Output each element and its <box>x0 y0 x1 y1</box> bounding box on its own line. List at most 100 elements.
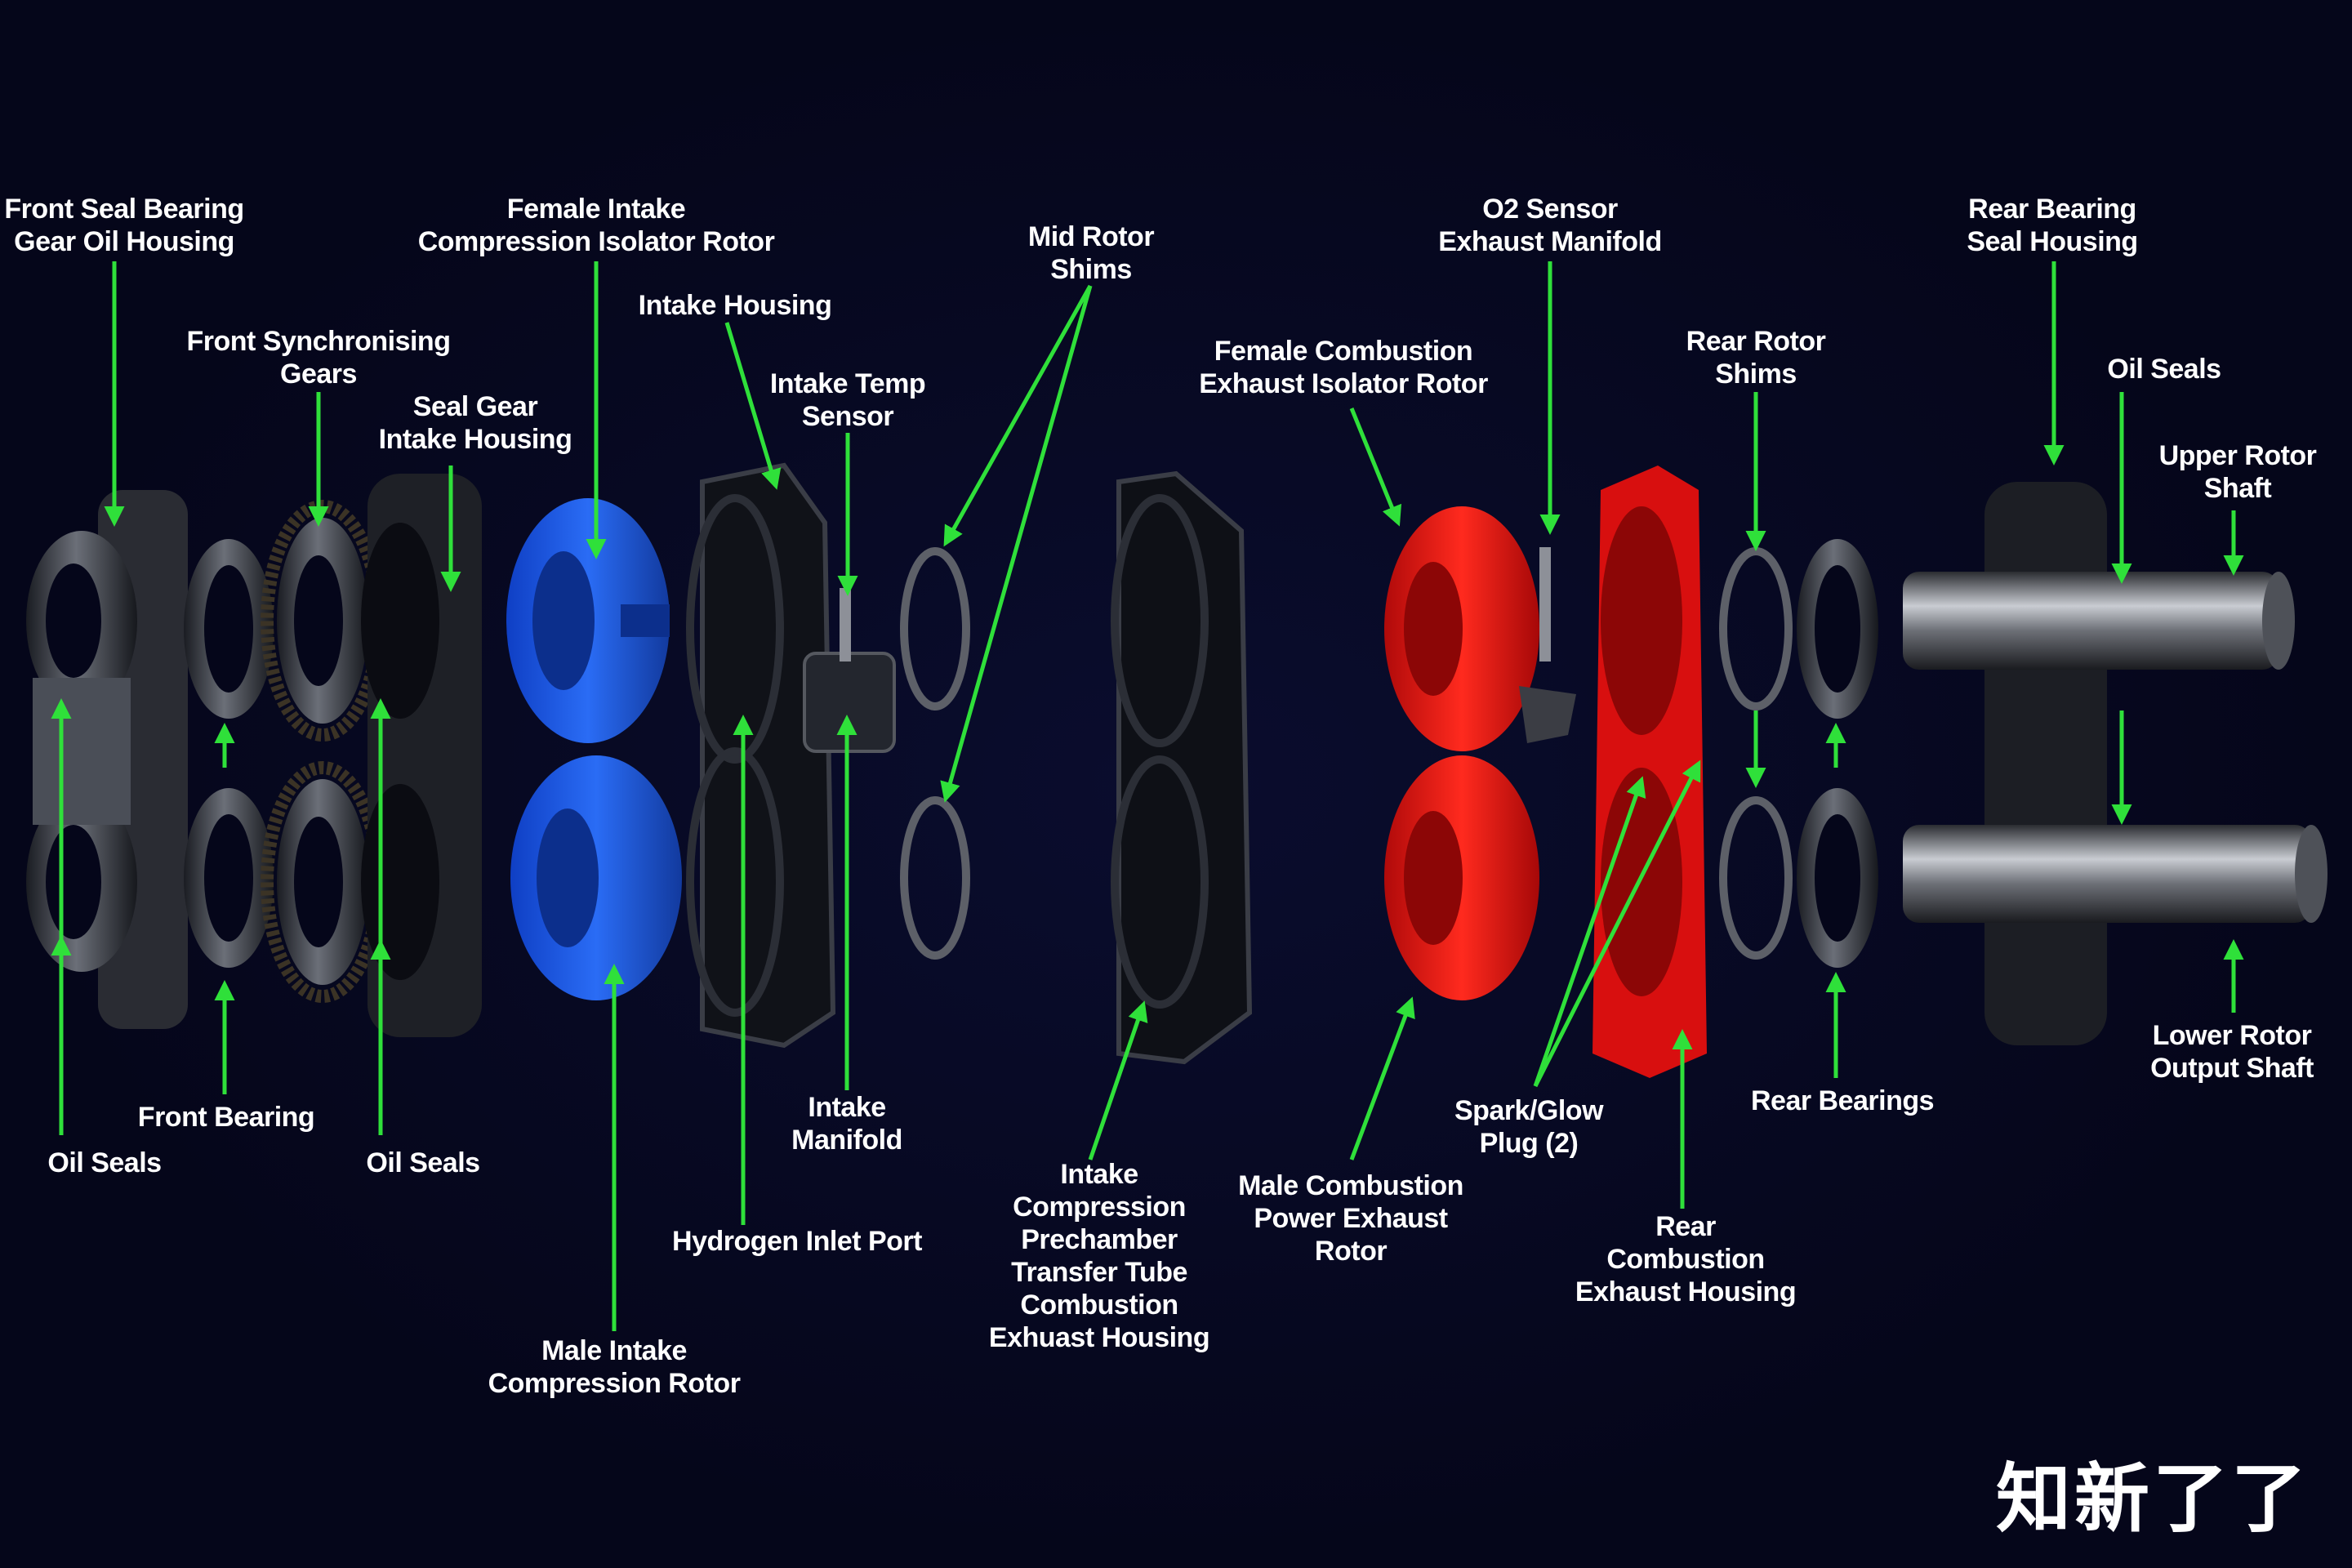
label-line: Male Combustion <box>1238 1170 1463 1201</box>
arrow-intake-housing <box>724 322 782 490</box>
arrow-female-combustion-rotor <box>1349 408 1402 527</box>
label-line: Prechamber <box>1021 1224 1178 1255</box>
label-line: Male Intake <box>541 1335 687 1366</box>
label-intake-housing: Intake Housing <box>639 289 832 322</box>
label-line: Power Exhaust <box>1254 1203 1448 1234</box>
label-line: Oil Seals <box>47 1147 162 1178</box>
label-line: Lower Rotor <box>2152 1020 2312 1051</box>
label-line: Combustion <box>1606 1244 1765 1275</box>
rear-bearing-housing-part <box>1984 482 2107 1045</box>
label-line: Plug (2) <box>1479 1128 1579 1159</box>
label-line: Front Synchronising <box>186 326 451 357</box>
label-line: Exhaust Manifold <box>1438 226 1662 257</box>
label-line: Rear Rotor <box>1686 326 1826 357</box>
arrow-mid-shim-lower <box>940 285 1093 803</box>
label-line: Upper Rotor <box>2158 440 2317 471</box>
arrow-transfer-tube <box>1088 1000 1148 1160</box>
label-line: Exhaust Isolator Rotor <box>1199 368 1488 399</box>
label-line: Combustion <box>1020 1290 1178 1321</box>
label-line: Female Intake <box>506 194 686 225</box>
label-line: Shims <box>1715 359 1797 390</box>
label-line: Output Shaft <box>2150 1053 2314 1084</box>
rear-combustion-housing-part <box>1592 466 1707 1078</box>
mid-rotor-shims-part <box>900 547 970 960</box>
label-line: Intake <box>808 1092 886 1123</box>
label-line: Transfer Tube <box>1011 1257 1187 1288</box>
label-line: Front Bearing <box>137 1102 315 1133</box>
label-line: Rear Bearings <box>1750 1085 1935 1116</box>
front-bearing-part <box>184 539 274 968</box>
label-line: Hydrogen Inlet Port <box>672 1226 922 1257</box>
label-line: Rear Bearing <box>1968 194 2136 225</box>
label-line: Intake Housing <box>638 290 832 321</box>
label-line: Compression <box>1013 1192 1186 1223</box>
rear-rotor-shims-part <box>1719 547 1793 960</box>
female-combustion-rotor-part <box>1384 506 1539 751</box>
o2-sensor-mount <box>1519 686 1576 743</box>
male-combustion-rotor-part <box>1384 755 1539 1000</box>
rear-bearings-part <box>1797 539 1878 968</box>
front-seal-housing-part <box>26 490 188 1029</box>
male-intake-rotor-part <box>510 755 682 1000</box>
label-oil-seals-mid: Oil Seals <box>366 1147 480 1179</box>
callout-arrows <box>51 261 2244 1331</box>
label-line: Shims <box>1050 254 1132 285</box>
label-line: Manifold <box>791 1125 902 1156</box>
intake-housing-part <box>686 462 896 1049</box>
label-line: Intake Temp <box>769 368 926 399</box>
label-line: Oil Seals <box>2107 354 2221 385</box>
label-line: Female Combustion <box>1214 336 1473 367</box>
label-line: O2 Sensor <box>1482 194 1618 225</box>
female-intake-rotor-part <box>506 498 670 743</box>
arrow-spark-plug-b <box>1533 760 1701 1088</box>
label-line: Rear <box>1655 1211 1716 1242</box>
label-line: Intake <box>1060 1159 1138 1190</box>
label-line: Shaft <box>2203 473 2272 504</box>
label-line: Compression Isolator Rotor <box>417 226 775 257</box>
lower-rotor-shaft-part <box>1903 825 2328 923</box>
label-line: Gears <box>280 359 357 390</box>
arrow-male-combustion-rotor <box>1349 996 1415 1160</box>
watermark-text: 知新了了 <box>1995 1455 2310 1543</box>
label-line: Exhuast Housing <box>988 1322 1210 1353</box>
label-line: Compression Rotor <box>488 1368 741 1399</box>
label-line: Gear Oil Housing <box>14 226 234 257</box>
label-line: Oil Seals <box>366 1147 480 1178</box>
label-line: Sensor <box>801 401 894 432</box>
label-rear-bearings: Rear Bearings <box>1750 1085 1935 1117</box>
label-line: Exhaust Housing <box>1575 1276 1797 1307</box>
front-sync-gears-part <box>261 500 385 1003</box>
o2-sensor-part <box>1539 547 1551 662</box>
combustion-exhaust-housing-part <box>1111 470 1253 1065</box>
arrow-spark-plug-a <box>1533 776 1646 1087</box>
upper-rotor-shaft-part <box>1903 572 2295 670</box>
label-line: Seal Housing <box>1967 226 2138 257</box>
label-line: Intake Housing <box>378 424 572 455</box>
label-line: Rotor <box>1314 1236 1388 1267</box>
arrow-mid-shim-upper <box>943 284 1093 547</box>
label-line: Spark/Glow <box>1454 1095 1604 1126</box>
label-line: Front Seal Bearing <box>4 194 244 225</box>
label-oil-seals-left: Oil Seals <box>47 1147 162 1179</box>
label-front-bearing: Front Bearing <box>137 1101 315 1134</box>
label-oil-seals-right: Oil Seals <box>2107 353 2221 385</box>
